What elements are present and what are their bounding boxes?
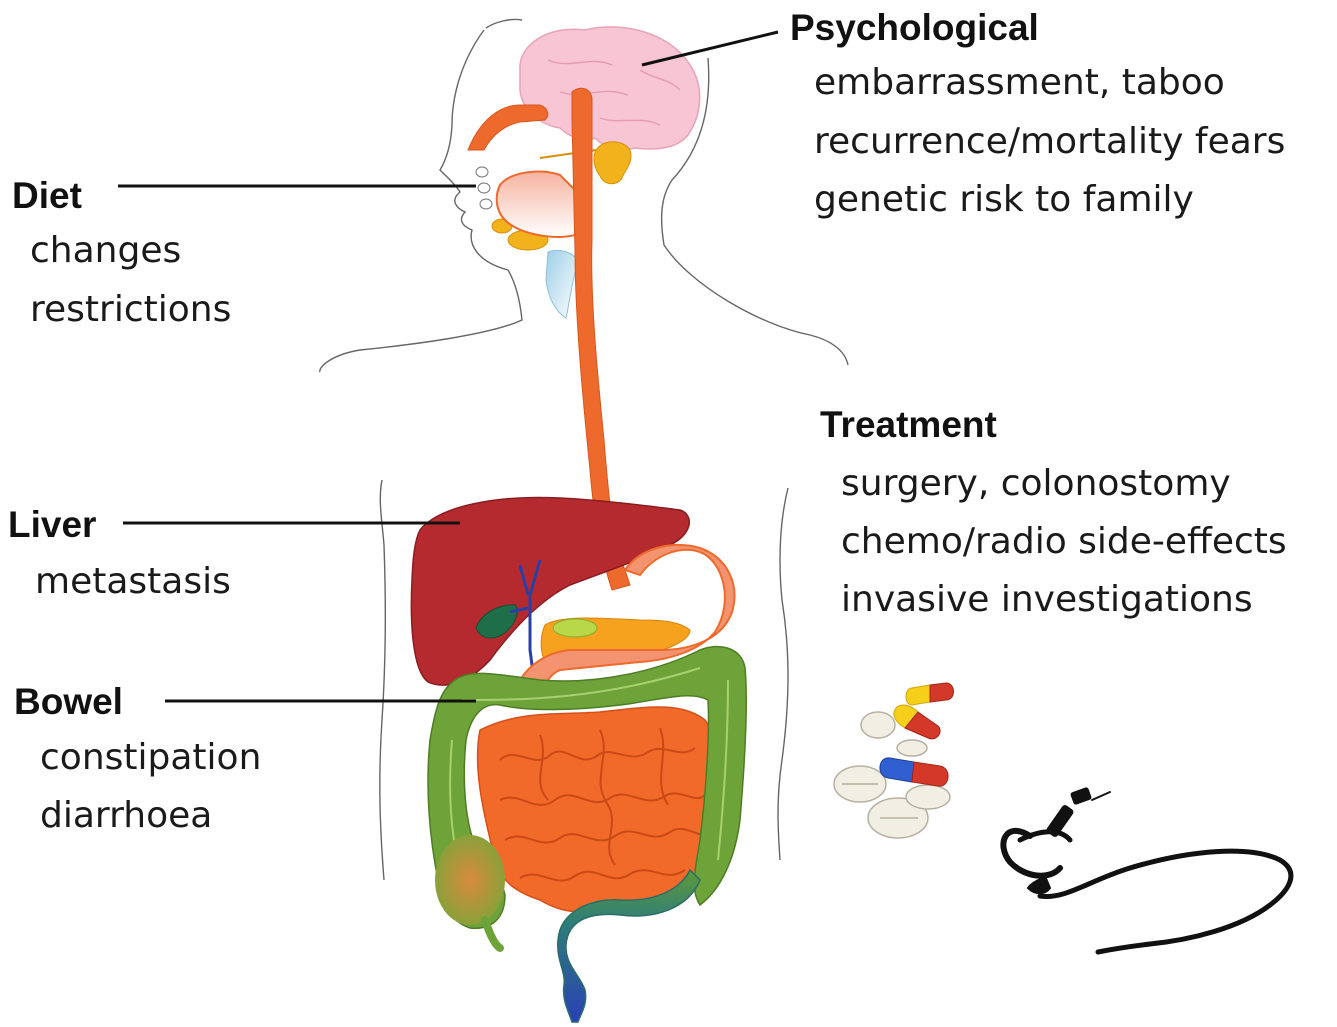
treatment-item-3: invasive investigations — [841, 579, 1253, 620]
bowel-heading: Bowel — [14, 681, 123, 722]
tablet-small — [896, 739, 928, 757]
liver-heading: Liver — [8, 504, 97, 545]
psychological-item-3: genetic risk to family — [814, 179, 1194, 220]
colon — [427, 645, 747, 952]
small-intestine — [476, 706, 717, 913]
diet-heading: Diet — [12, 175, 82, 216]
treatment-item-1: surgery, colonostomy — [841, 463, 1231, 504]
psychological-item-2: recurrence/mortality fears — [814, 121, 1286, 162]
yellow-red-capsule-middle — [893, 704, 941, 740]
oral-cavity — [475, 166, 576, 238]
bowel-item-1: constipation — [40, 737, 262, 778]
diet-item-1: changes — [30, 230, 182, 271]
body-outline — [319, 18, 849, 881]
blue-red-capsule — [879, 757, 949, 787]
treatment-heading: Treatment — [820, 404, 997, 445]
cecum-appendix — [435, 835, 505, 925]
treatment-item-2: chemo/radio side-effects — [841, 521, 1287, 562]
rectum — [557, 868, 701, 1023]
tablet-right — [905, 784, 951, 810]
trachea — [545, 249, 579, 319]
endoscope-illustration — [1000, 787, 1294, 955]
tablet-top-left — [860, 711, 896, 739]
diet-item-2: restrictions — [30, 289, 232, 330]
brain — [519, 26, 701, 151]
psychological-leader-line — [641, 30, 779, 67]
liver — [410, 496, 690, 686]
yellow-red-capsule-top — [905, 682, 954, 706]
liver-item-1: metastasis — [35, 561, 231, 602]
pills-illustration — [833, 682, 954, 839]
bowel-item-2: diarrhoea — [40, 795, 213, 836]
psychological-item-1: embarrassment, taboo — [814, 62, 1225, 103]
psychological-heading: Psychological — [790, 7, 1039, 48]
leader-lines — [118, 30, 779, 703]
